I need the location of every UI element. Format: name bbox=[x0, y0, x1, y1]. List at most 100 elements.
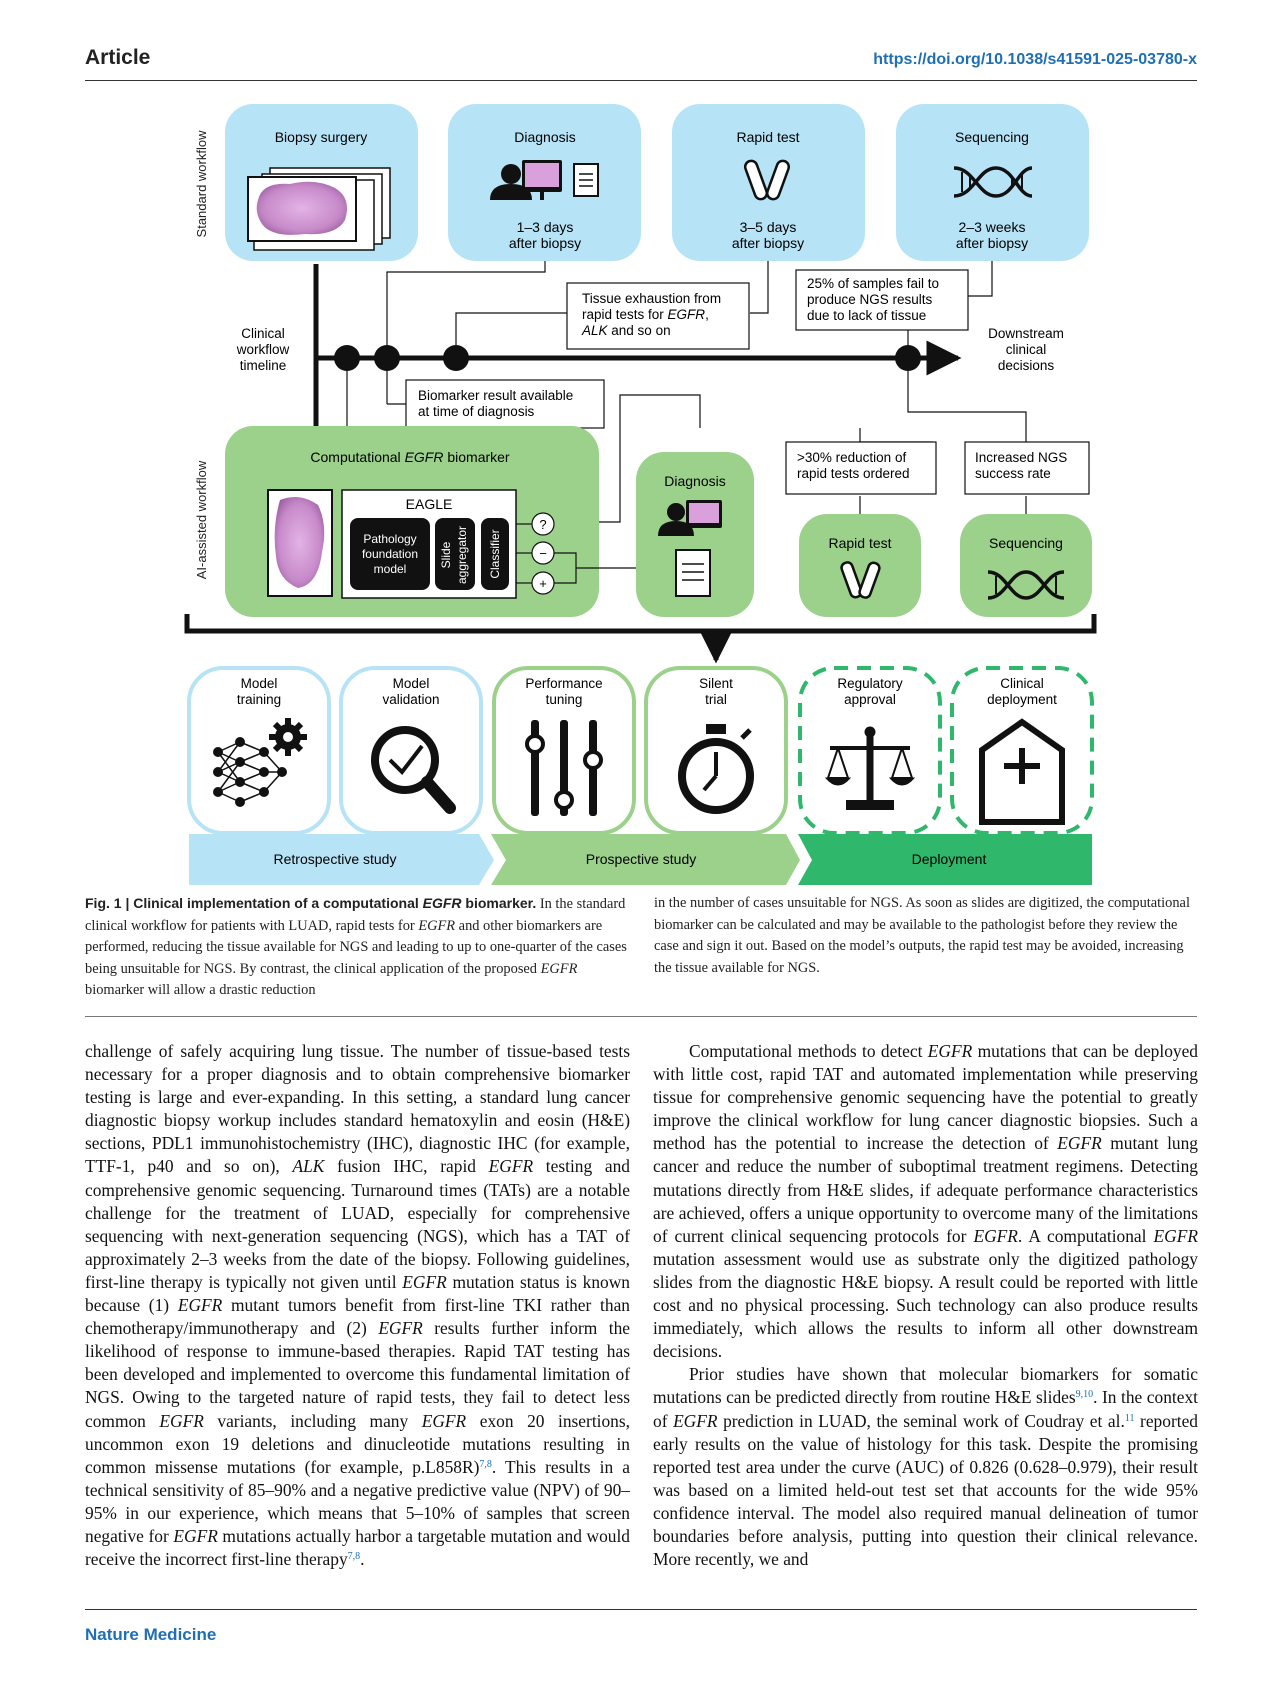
text-run: challenge of safely acquiring lung tissu… bbox=[85, 1041, 630, 1177]
sequencing-box-standard: Sequencing 2–3 weeks after biopsy bbox=[896, 104, 1089, 261]
stage-label-1: Performance bbox=[525, 676, 602, 691]
gene-name: EGFR bbox=[1057, 1133, 1102, 1154]
ngs-success-note: Increased NGS success rate bbox=[964, 441, 1090, 495]
negative-output bbox=[531, 541, 555, 565]
phase-deployment: Deployment bbox=[912, 851, 987, 867]
stage-model-validation: Model validation bbox=[339, 666, 483, 835]
eagle-label: EAGLE bbox=[406, 496, 453, 512]
figure-caption-col2: in the number of cases unsuitable for NG… bbox=[654, 895, 1190, 976]
caption-title-a: Clinical implementation of a computation… bbox=[133, 895, 423, 911]
caption-title-c: biomarker. bbox=[461, 895, 537, 911]
workflow-bracket bbox=[184, 614, 1097, 664]
text-run: testing and comprehensive genomic sequen… bbox=[85, 1156, 630, 1292]
caption-text: biomarker will allow a drastic reduction bbox=[85, 982, 316, 998]
text-run: mutant tumors benefit from first-line TK… bbox=[85, 1295, 630, 1339]
journal-name[interactable]: Nature Medicine bbox=[85, 1625, 217, 1644]
wsi-thumbnail bbox=[267, 489, 333, 597]
citation-link[interactable]: 7,8 bbox=[479, 1458, 492, 1470]
rapid-test-reduction-note: >30% reduction of rapid tests ordered bbox=[785, 441, 937, 495]
note-line: at time of diagnosis bbox=[418, 404, 535, 419]
stage-label-2: tuning bbox=[546, 692, 583, 707]
text-run: . A computational bbox=[1017, 1225, 1154, 1246]
note-line: rapid tests for EGFR, bbox=[582, 307, 709, 322]
note-line: Increased NGS bbox=[975, 450, 1067, 465]
text-run: reported early results on the value of h… bbox=[653, 1410, 1198, 1570]
gear-icon bbox=[269, 718, 307, 756]
pfm-label-3: model bbox=[374, 562, 407, 576]
caption-italic: EGFR bbox=[418, 917, 456, 934]
dna-icon bbox=[987, 570, 1065, 600]
phase-bar: Retrospective study Prospective study De… bbox=[189, 834, 1092, 885]
slide-stack-icon bbox=[247, 167, 391, 251]
text-run: . bbox=[360, 1549, 365, 1570]
gene-name: EGFR bbox=[159, 1410, 204, 1431]
body-column-2: Computational methods to detect EGFR mut… bbox=[653, 1040, 1198, 1571]
hospital-icon bbox=[979, 718, 1065, 825]
note-line: rapid tests ordered bbox=[797, 466, 910, 481]
stage-label-1: Model bbox=[241, 676, 278, 691]
citation-link[interactable]: 11 bbox=[1124, 1412, 1135, 1424]
rapid-test-time-2: after biopsy bbox=[732, 235, 804, 251]
unknown-symbol: ? bbox=[539, 517, 546, 532]
text-run: variants, including many bbox=[203, 1410, 422, 1431]
positive-symbol: + bbox=[539, 576, 547, 591]
section-label: Article bbox=[85, 46, 151, 69]
scales-icon bbox=[824, 726, 916, 810]
stage-clinical-deployment: Clinical deployment bbox=[950, 666, 1094, 835]
computational-biomarker-title: Computational EGFR biomarker bbox=[310, 449, 510, 465]
sequencing-time-1: 2–3 weeks bbox=[959, 219, 1026, 235]
stage-label-2: approval bbox=[844, 692, 896, 707]
biomarker-available-note: Biomarker result available at time of di… bbox=[405, 379, 605, 429]
unknown-output bbox=[531, 512, 555, 536]
doi-link[interactable]: https://doi.org/10.1038/s41591-025-03780… bbox=[873, 51, 1197, 68]
note-line: ALK and so on bbox=[581, 323, 671, 338]
stage-label-2: training bbox=[237, 692, 281, 707]
pathologist-icon bbox=[490, 160, 562, 200]
report-icon bbox=[675, 549, 711, 597]
gene-name: EGFR bbox=[421, 1410, 467, 1431]
paragraph: Computational methods to detect EGFR mut… bbox=[653, 1040, 1198, 1363]
caption-rule bbox=[85, 1016, 1197, 1017]
text-run: mutations actually harbor a targetable m… bbox=[85, 1525, 630, 1570]
positive-output bbox=[531, 571, 555, 595]
text-run: mutations that can be deployed with litt… bbox=[653, 1041, 1199, 1154]
pfm-label-1: Pathology bbox=[363, 532, 416, 546]
slide-aggregator-block bbox=[435, 518, 475, 590]
figure-caption-col1: Fig. 1 | Clinical implementation of a co… bbox=[85, 893, 633, 1002]
sliders-icon bbox=[525, 720, 603, 816]
diagnosis-box-ai: Diagnosis bbox=[636, 452, 754, 617]
gene-name: EGFR bbox=[173, 1525, 218, 1546]
figure-1: Standard workflow AI-assisted workflow B… bbox=[184, 104, 1097, 885]
note-line: due to lack of tissue bbox=[807, 308, 926, 323]
rapid-test-box-ai: Rapid test bbox=[799, 514, 921, 617]
stage-silent-trial: Silent trial bbox=[644, 666, 788, 835]
text-run: exon 20 insertions, uncommon exon 19 del… bbox=[85, 1410, 630, 1477]
stage-label-1: Clinical bbox=[1000, 676, 1044, 691]
downstream-label-3: decisions bbox=[998, 358, 1055, 373]
test-tubes-icon bbox=[743, 159, 791, 201]
rapid-test-label: Rapid test bbox=[736, 129, 799, 145]
text-run: . This results in a technical sensitivit… bbox=[85, 1456, 630, 1546]
phase-prospective: Prospective study bbox=[586, 851, 697, 867]
sequencing-ai-label: Sequencing bbox=[989, 535, 1063, 551]
note-line: Biomarker result available bbox=[418, 388, 573, 403]
text-run: mutation status is known because (1) bbox=[85, 1271, 630, 1316]
rapid-test-box-standard: Rapid test 3–5 days after biopsy bbox=[672, 104, 865, 261]
citation-link[interactable]: 7,8 bbox=[347, 1551, 361, 1563]
header-rule bbox=[85, 80, 1197, 81]
computational-biomarker-box: Computational EGFR biomarker EAGLE Patho… bbox=[225, 426, 651, 617]
stage-label-1: Model bbox=[393, 676, 430, 691]
stage-performance-tuning: Performance tuning bbox=[492, 666, 636, 835]
note-line: 25% of samples fail to bbox=[807, 276, 939, 291]
pathologist-icon bbox=[667, 503, 685, 521]
caption-italic: EGFR bbox=[540, 960, 578, 977]
diagnosis-ai-label: Diagnosis bbox=[664, 473, 725, 489]
diagnosis-box-standard: Diagnosis 1–3 days after biopsy bbox=[448, 104, 641, 261]
rapid-test-time-1: 3–5 days bbox=[740, 219, 797, 235]
side-label-ai: AI-assisted workflow bbox=[194, 460, 209, 579]
citation-link[interactable]: 9,10 bbox=[1075, 1389, 1094, 1401]
stage-label-2: trial bbox=[705, 692, 727, 707]
phase-retrospective: Retrospective study bbox=[274, 851, 397, 867]
paragraph: challenge of safely acquiring lung tissu… bbox=[85, 1040, 630, 1571]
gene-name: EGFR bbox=[927, 1041, 973, 1061]
